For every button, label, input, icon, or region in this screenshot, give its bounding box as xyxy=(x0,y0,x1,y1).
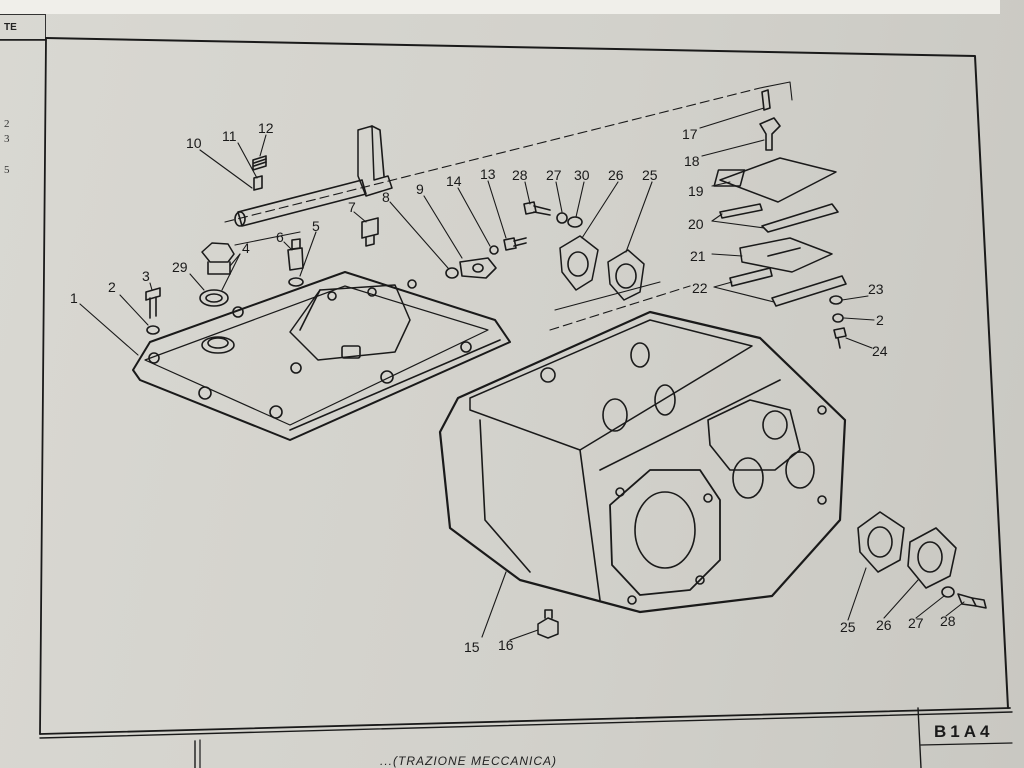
callout-number: 6 xyxy=(276,229,284,245)
callout-number: 28 xyxy=(940,613,956,629)
callout-number: 7 xyxy=(348,199,356,215)
callout-number: 8 xyxy=(382,189,390,205)
callout-number: 25 xyxy=(840,619,856,635)
callout-number: 26 xyxy=(876,617,892,633)
margin-number: 2 xyxy=(4,118,10,130)
callout-number: 4 xyxy=(242,240,250,256)
sheet-code-label: B1A4 xyxy=(934,722,994,741)
callout-number: 1 xyxy=(70,290,78,306)
gasket-pair-bottom xyxy=(857,511,987,609)
callout-number: 27 xyxy=(546,167,562,183)
callout-number: 22 xyxy=(692,280,708,296)
callout-number: 21 xyxy=(690,248,706,264)
bolt-washer-set-top xyxy=(523,201,583,228)
callout-number: 26 xyxy=(608,167,624,183)
housing-drain-plug xyxy=(537,609,559,639)
callout-number: 11 xyxy=(222,128,237,144)
callout-number: 2 xyxy=(108,279,116,295)
callout-number: 5 xyxy=(312,218,320,234)
selector-plate-stack xyxy=(713,89,847,349)
callout-leader-lines xyxy=(79,107,965,641)
margin-number: 5 xyxy=(4,164,10,176)
callout-number: 30 xyxy=(574,167,590,183)
assembly-phantom-lines xyxy=(224,81,793,331)
callout-number: 16 xyxy=(498,637,514,653)
callout-number: 13 xyxy=(480,166,496,182)
top-cover-part xyxy=(132,271,511,441)
margin-number: 3 xyxy=(4,133,10,145)
small-fasteners-top-left xyxy=(252,155,379,247)
sheet-top-edge xyxy=(0,0,1000,14)
callout-number: 28 xyxy=(512,167,528,183)
callout-number: 20 xyxy=(688,216,704,232)
title-block-caption: ...(TRAZIONE MECCANICA) xyxy=(380,754,558,768)
callout-number: 23 xyxy=(868,281,884,297)
callout-number: 14 xyxy=(446,173,462,189)
callout-number: 18 xyxy=(684,153,700,169)
shift-rod-part xyxy=(234,125,393,227)
callout-number: 2 xyxy=(876,312,884,328)
callout-number: 3 xyxy=(142,268,150,284)
drain-plug-part xyxy=(199,242,235,307)
callout-number: 27 xyxy=(908,615,924,631)
callout-number: 24 xyxy=(872,343,888,359)
gearbox-housing-part xyxy=(438,310,847,614)
callout-number: 29 xyxy=(172,259,188,275)
callout-number: 15 xyxy=(464,639,480,655)
cover-plate-parts xyxy=(445,237,527,279)
switch-part xyxy=(287,238,304,287)
gasket-pair-top xyxy=(559,235,645,301)
callout-number: 17 xyxy=(682,126,698,142)
callout-number: 9 xyxy=(416,181,424,197)
callout-number: 10 xyxy=(186,135,202,151)
callout-number: 19 xyxy=(688,183,704,199)
callout-number: 25 xyxy=(642,167,658,183)
callout-number: 12 xyxy=(258,120,274,136)
callout-numbers: 1 2 3 29 4 6 5 7 10 11 12 8 9 14 13 28 2… xyxy=(70,120,956,655)
cover-bolt-part xyxy=(145,287,161,335)
drawing-frame xyxy=(0,37,1013,768)
